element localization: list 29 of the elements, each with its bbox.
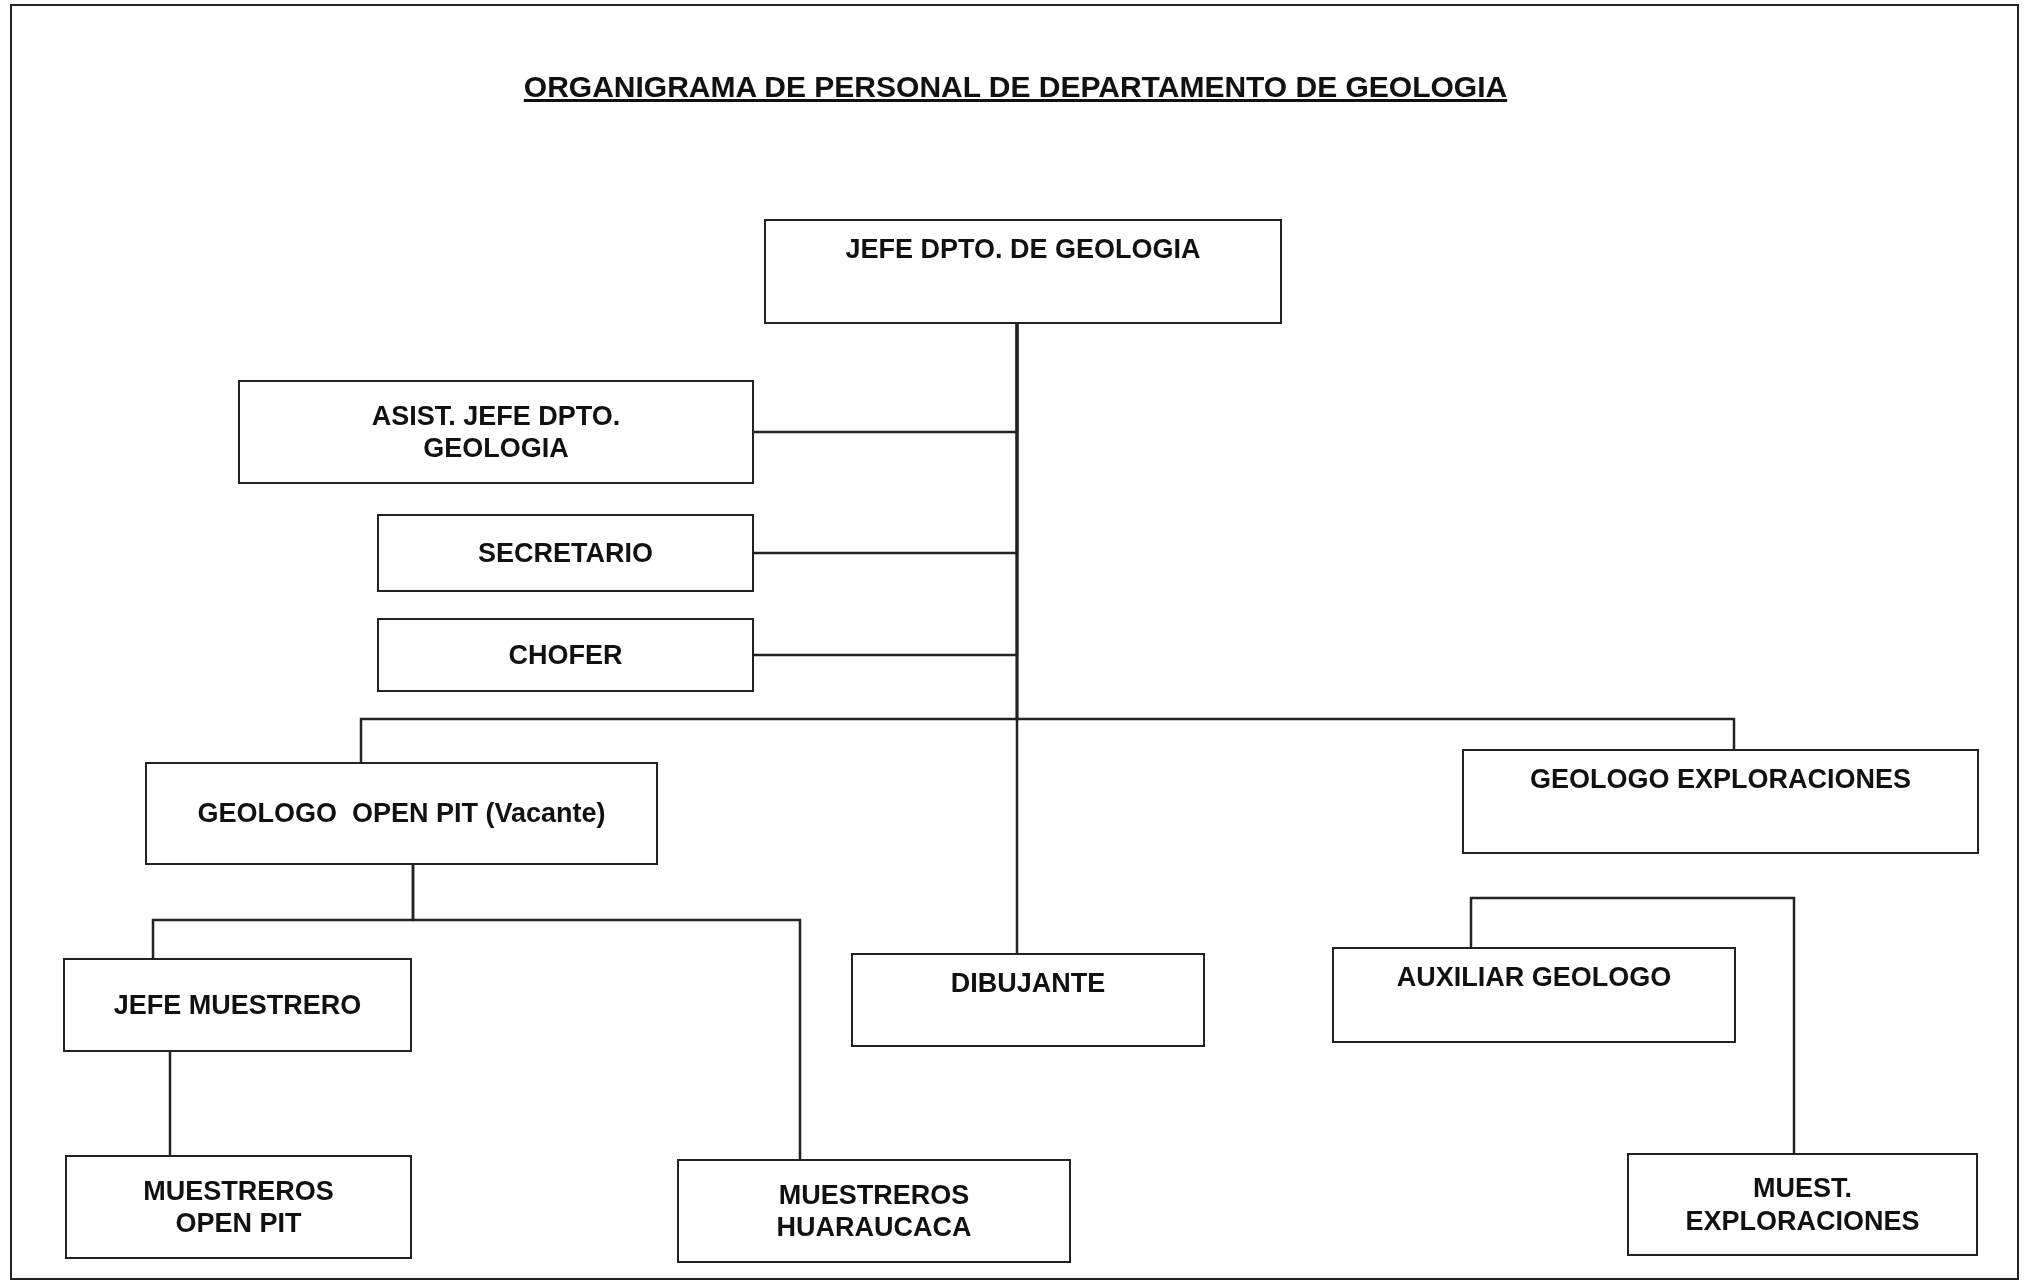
role-box (63, 958, 412, 1052)
connector-line (1469, 896, 1796, 1153)
role-title: AUXILIAR GEOLOGO (1396, 961, 1672, 994)
role-title: GEOLOGO OPEN PIT (Vacante) (197, 797, 606, 830)
role-title: CHOFER (508, 638, 623, 672)
role-box (238, 380, 754, 484)
role-title: DIBUJANTE (950, 967, 1106, 1000)
role-title: MUESTREROS HUARAUCACA (775, 1178, 973, 1244)
role-box (377, 514, 754, 592)
connector-line (168, 1052, 172, 1155)
role-box (1627, 1153, 1978, 1256)
role-box (145, 762, 658, 865)
connector-line (411, 865, 802, 1159)
connector-line (1015, 324, 1019, 953)
role-box (764, 219, 1282, 324)
role-title: SECRETARIO (478, 536, 653, 570)
chart-title: ORGANIGRAMA DE PERSONAL DE DEPARTAMENTO DE GEOLOGIA (522, 70, 1509, 104)
role-box (377, 618, 754, 692)
role-box (677, 1159, 1071, 1263)
role-title: MUEST. EXPLORACIONES (1684, 1172, 1921, 1237)
role-title: JEFE DPTO. DE GEOLOGIA (845, 233, 1201, 266)
role-box (1462, 749, 1979, 854)
role-box (65, 1155, 412, 1259)
role-title: GEOLOGO EXPLORACIONES (1529, 763, 1911, 796)
role-box (851, 953, 1205, 1047)
role-title: JEFE MUESTRERO (113, 988, 362, 1022)
role-box (1332, 947, 1736, 1043)
role-title: ASIST. JEFE DPTO. GEOLOGIA (370, 399, 622, 465)
role-title: MUESTREROS OPEN PIT (142, 1174, 335, 1240)
